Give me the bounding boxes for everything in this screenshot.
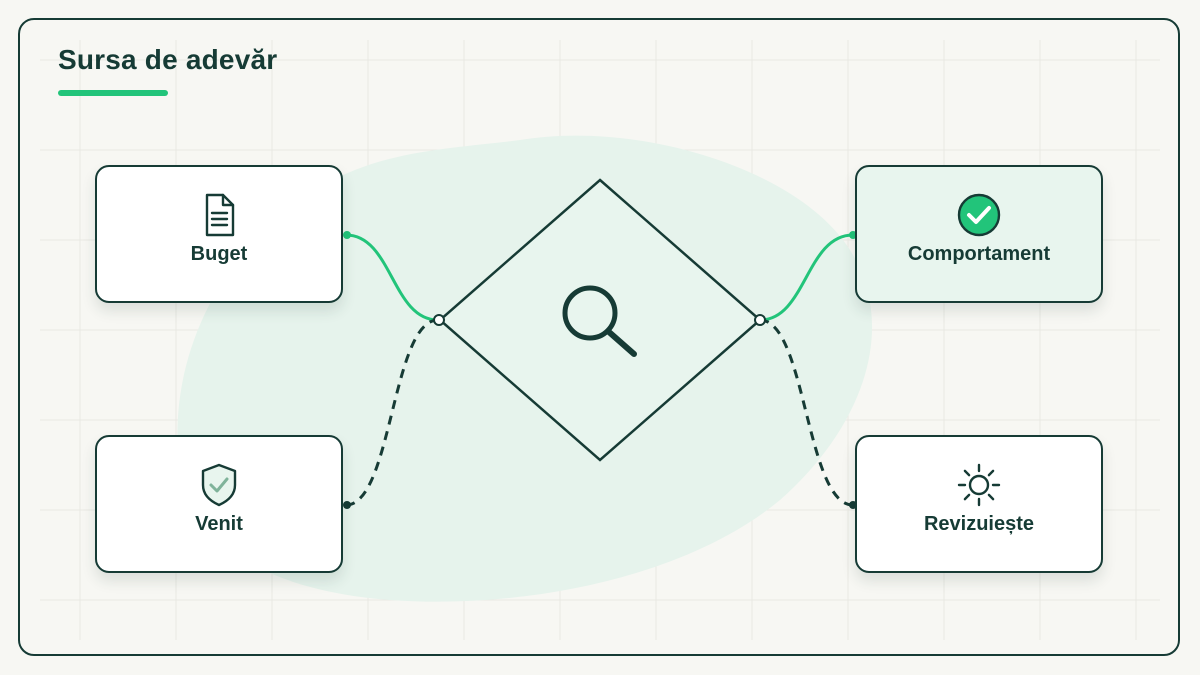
shield-check-icon xyxy=(195,461,243,509)
node-label: Venit xyxy=(195,513,243,535)
node-venit[interactable]: Venit xyxy=(95,435,343,573)
port-diamond-left xyxy=(433,314,445,326)
magnifier-icon xyxy=(562,285,637,357)
diagram-title: Sursa de adevăr xyxy=(58,44,278,75)
connector-comportament xyxy=(759,233,854,322)
node-comportament[interactable]: Comportament xyxy=(855,165,1103,303)
port-diamond-right xyxy=(754,314,766,326)
node-label: Comportament xyxy=(907,243,1051,265)
port-buget xyxy=(343,231,351,239)
sun-icon xyxy=(955,461,1003,509)
connector-venit xyxy=(345,318,439,507)
port-venit xyxy=(343,501,351,509)
connector-buget xyxy=(345,233,439,322)
connector-revizuieste xyxy=(759,318,854,507)
node-buget[interactable]: Buget xyxy=(95,165,343,303)
check-circle-icon xyxy=(955,191,1003,239)
title-underline xyxy=(58,90,168,96)
node-revizuieste[interactable]: Revizuiește xyxy=(855,435,1103,573)
node-label: Buget xyxy=(190,243,248,265)
decision-diamond[interactable] xyxy=(438,178,762,462)
node-label: Revizuiește xyxy=(923,513,1035,535)
document-icon xyxy=(195,191,243,239)
